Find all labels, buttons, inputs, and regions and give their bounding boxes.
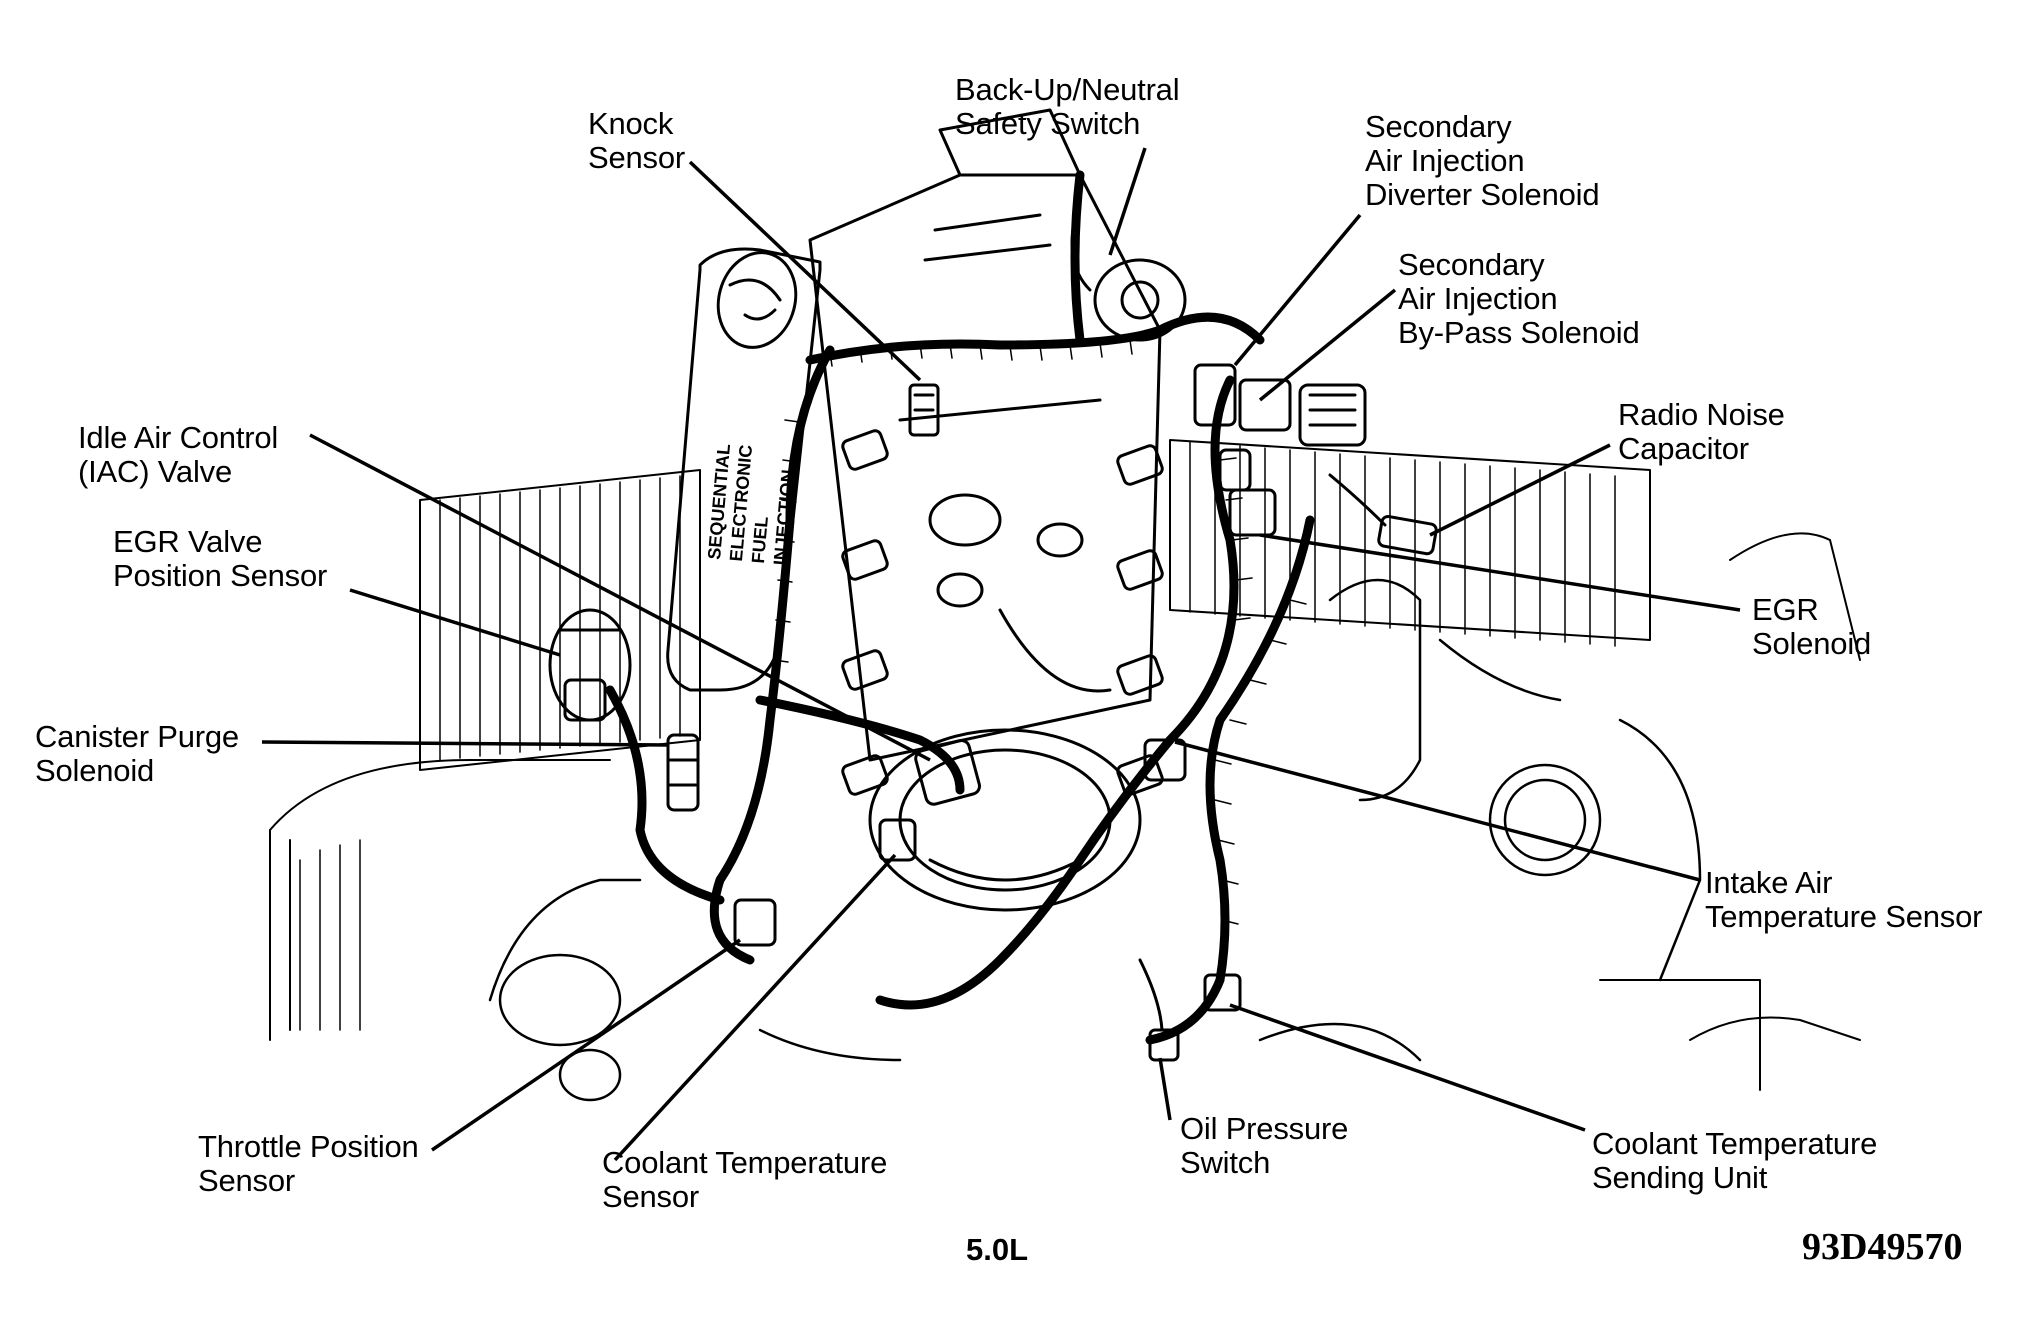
diverter-solenoid-body xyxy=(1193,363,1292,432)
label-knock-sensor: Knock Sensor xyxy=(588,106,686,175)
label-coolant-sending: Coolant Temperature Sending Unit xyxy=(1592,1126,1878,1195)
label-egr-position: EGR Valve Position Sensor xyxy=(113,524,328,593)
label-sec-air-diverter: Secondary Air Injection Diverter Solenoi… xyxy=(1365,109,1600,212)
label-egr-solenoid: EGR Solenoid xyxy=(1752,592,1872,661)
leader-iac xyxy=(309,433,931,762)
bypass-solenoid-body xyxy=(1298,383,1367,447)
throttle-position-sensor-body xyxy=(733,898,777,947)
label-intake-air-temp: Intake Air Temperature Sensor xyxy=(1705,865,1983,934)
label-idle-air: Idle Air Control (IAC) Valve xyxy=(78,420,279,489)
oil-pressure-switch-body xyxy=(1138,958,1180,1062)
leader-intake-air xyxy=(1174,740,1701,882)
egr-position-sensor-body xyxy=(548,608,632,722)
manifold-text-4: INJECTION xyxy=(770,469,798,566)
intake-air-temp-body xyxy=(1143,738,1187,782)
egr-solenoid-body xyxy=(1218,448,1277,537)
label-oil-pressure: Oil Pressure Switch xyxy=(1180,1111,1349,1180)
leader-coolant-sending xyxy=(1229,1003,1586,1132)
lower-engine xyxy=(488,578,1702,1102)
leader-lines xyxy=(261,147,1741,1162)
label-sec-air-bypass: Secondary Air Injection By-Pass Solenoid xyxy=(1398,247,1640,350)
injectors-left xyxy=(841,429,889,796)
leader-knock-sensor xyxy=(688,160,922,382)
label-radio-noise: Radio Noise Capacitor xyxy=(1618,397,1785,466)
leader-egr-position xyxy=(349,588,561,657)
leader-egr-solenoid xyxy=(1259,533,1741,612)
manifold-text-3: FUEL xyxy=(748,516,772,565)
leader-bypass xyxy=(1258,288,1397,402)
radio-noise-capacitor-body xyxy=(1328,473,1438,556)
label-backup-switch: Back-Up/Neutral Safety Switch xyxy=(955,72,1180,141)
valve-cover-left xyxy=(666,247,822,692)
injectors-right xyxy=(1116,444,1164,796)
wiring-harness xyxy=(605,170,1315,1045)
leader-oil-pressure xyxy=(1158,1057,1172,1121)
coolant-temp-sensor-body xyxy=(878,818,917,862)
label-canister-purge: Canister Purge Solenoid xyxy=(35,719,239,788)
engine-bay-outline xyxy=(269,532,1861,1091)
air-intake-pleats xyxy=(419,439,1651,771)
leader-coolant-sensor xyxy=(613,853,897,1162)
leader-diverter xyxy=(1233,213,1362,367)
leader-backup-switch xyxy=(1108,147,1147,256)
engine-size-label: 5.0L xyxy=(966,1232,1029,1267)
backup-switch-body xyxy=(1070,198,1187,342)
leader-throttle xyxy=(431,938,741,1152)
knock-sensor-body xyxy=(908,383,940,437)
leader-canister xyxy=(261,740,669,747)
canister-purge-body xyxy=(666,733,700,812)
leader-radio-noise xyxy=(1429,443,1611,537)
figure-id: 93D49570 xyxy=(1802,1226,1963,1268)
coolant-sending-unit-body xyxy=(1203,973,1242,1012)
iac-valve-body xyxy=(914,738,981,806)
label-coolant-temp-sensor: Coolant Temperature Sensor xyxy=(602,1145,888,1214)
label-throttle-position: Throttle Position Sensor xyxy=(198,1129,419,1198)
